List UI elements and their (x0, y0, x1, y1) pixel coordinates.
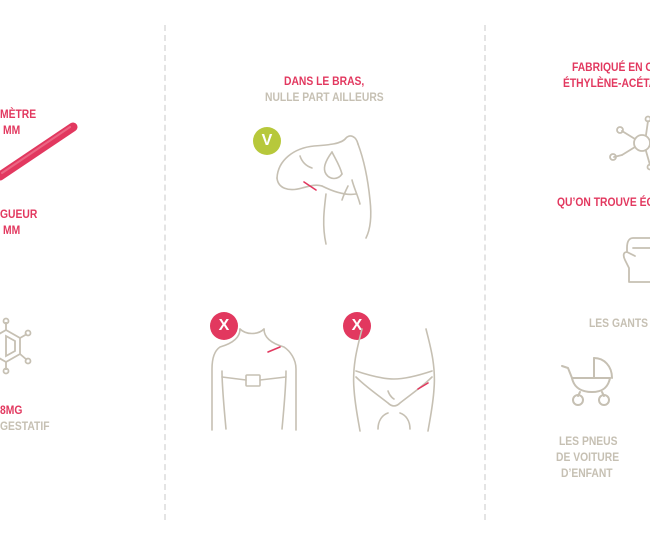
hip-icon (352, 328, 436, 432)
length-value: MM (3, 223, 21, 237)
implant-rod-icon (0, 122, 78, 181)
ok-badge: V (253, 127, 281, 155)
chest-icon (211, 328, 297, 431)
arm-icon (276, 135, 372, 245)
arm-title-line1: DANS LE BRAS, (284, 74, 365, 88)
molecule-hexagon-icon (0, 317, 32, 375)
dose-label: GESTATIF (0, 419, 50, 433)
glove-icon (622, 237, 650, 283)
material-title-line1: FABRIQUÉ EN C (572, 60, 650, 74)
column-divider-left (164, 25, 166, 520)
gloves-label: LES GANTS (589, 316, 649, 330)
column-divider-right (484, 25, 486, 520)
material-title-line2: ÉTHYLÈNE-ACÉTA (563, 76, 650, 90)
diameter-label: MÈTRE (0, 107, 37, 121)
stroller-icon (561, 357, 613, 406)
diameter-value: MM (3, 123, 21, 137)
molecule-network-icon (609, 115, 650, 171)
length-label: GUEUR (0, 207, 38, 221)
arm-title-line2: NULLE PART AILLEURS (265, 90, 384, 104)
tires-label-line2: DE VOITURE (556, 450, 620, 464)
no-badge-chest: X (210, 312, 238, 340)
no-badge-hip: X (343, 312, 371, 340)
tires-label-line3: D’ENFANT (561, 466, 613, 480)
found-in-heading: QU’ON TROUVE ÉG (557, 195, 650, 209)
dose-value: 8MG (0, 403, 23, 417)
tires-label-line1: LES PNEUS (559, 434, 618, 448)
